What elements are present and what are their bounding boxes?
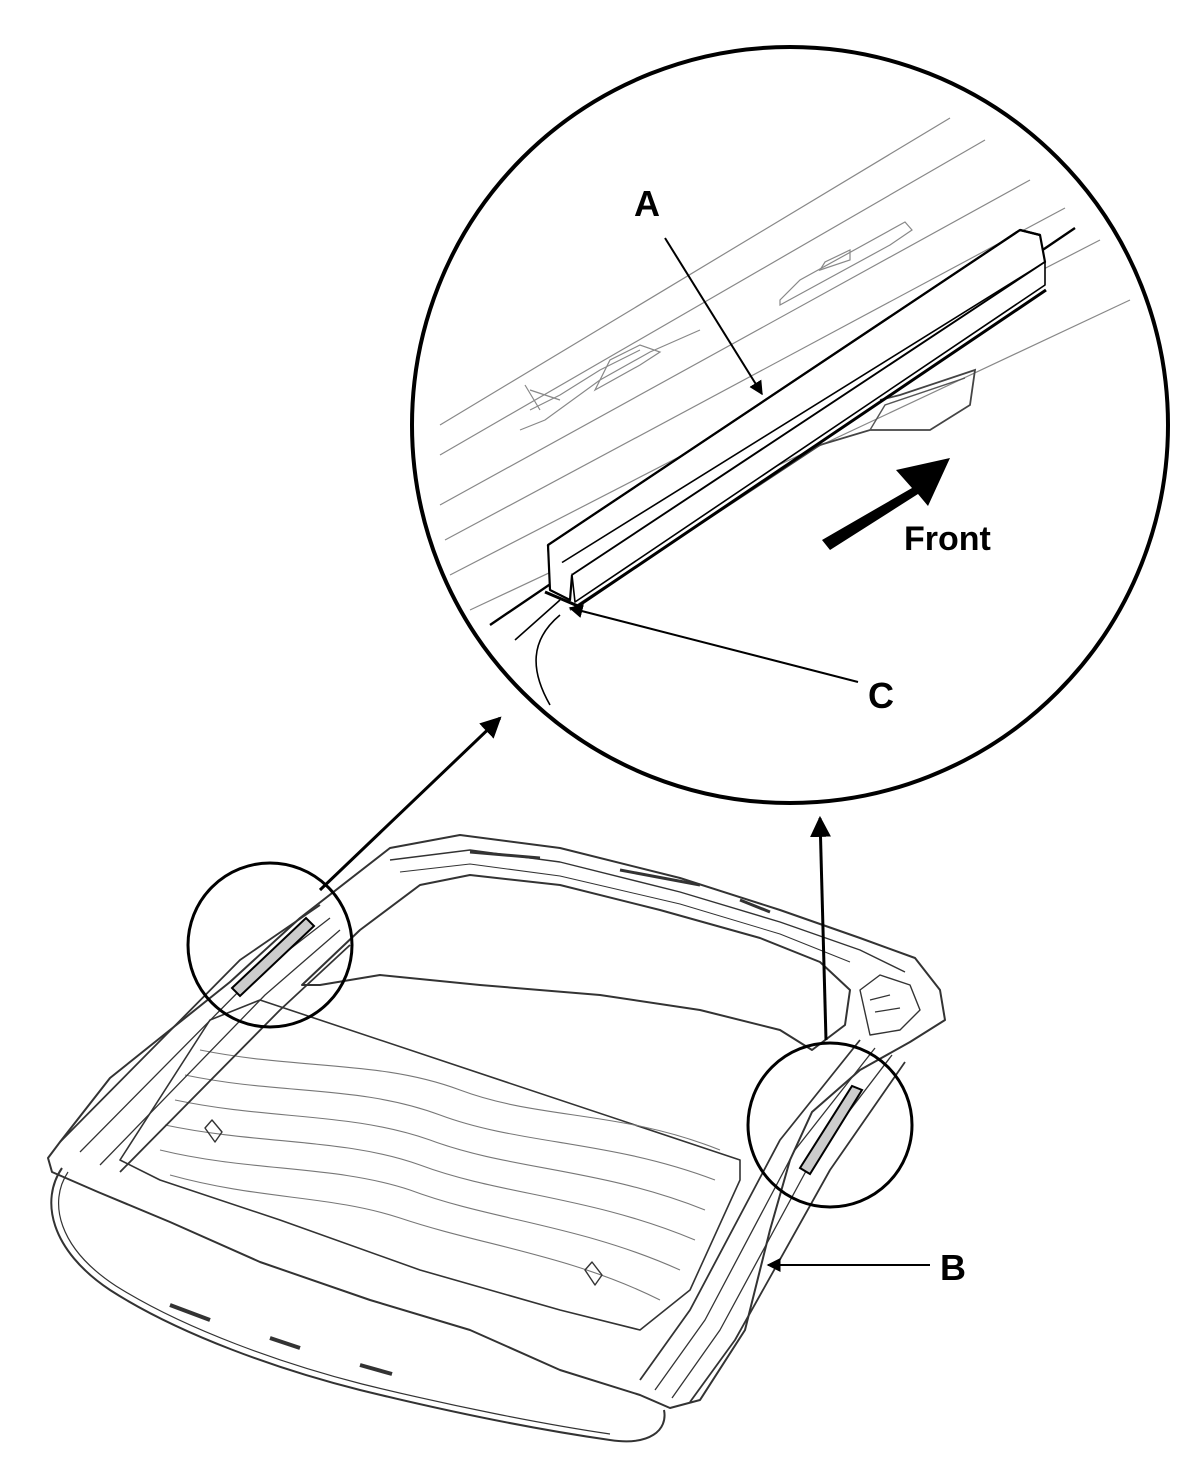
sunroof-frame	[47, 834, 946, 1443]
part-a-left	[230, 916, 316, 998]
leader-arrow-left	[318, 716, 502, 892]
label-b: B	[940, 1247, 966, 1288]
detail-circle-left	[186, 861, 354, 1029]
leader-c	[568, 604, 859, 683]
part-a	[546, 228, 1047, 603]
part-a-right	[798, 1084, 864, 1176]
label-front: Front	[904, 520, 991, 558]
label-a: A	[634, 183, 660, 224]
magnified-view	[410, 45, 1170, 805]
leader-arrow-right	[810, 815, 832, 1041]
front-direction-arrow	[822, 458, 950, 550]
leader-a	[664, 237, 763, 396]
detail-circle-right	[746, 1041, 914, 1209]
label-c: C	[868, 675, 894, 716]
